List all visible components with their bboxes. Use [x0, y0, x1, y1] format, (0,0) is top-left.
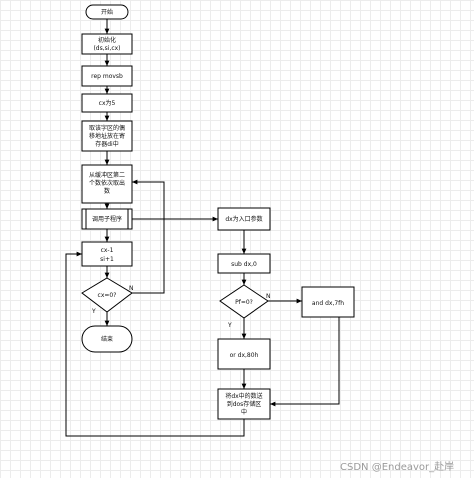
- node-cxz-decision: cx=0?: [81, 277, 133, 313]
- node-call: 调用子程序: [81, 208, 133, 230]
- node-cxz-label: cx=0?: [98, 292, 117, 299]
- node-dec: cx-1 si+1: [81, 241, 133, 267]
- edge-label-pf-no: N: [266, 293, 271, 300]
- node-and: and dx,7fh: [301, 286, 355, 318]
- node-or: or dx,80h: [217, 338, 271, 370]
- node-and-label: and dx,7fh: [312, 300, 344, 307]
- node-second-line-2: 个数依次取出: [89, 179, 125, 187]
- node-start-label: 开始: [101, 8, 113, 16]
- node-store-line-1: 将dx中的数送: [225, 392, 262, 400]
- node-cx5-label: cx为5: [99, 99, 116, 107]
- node-pf-label: Pf=0?: [235, 299, 253, 306]
- node-param-label: dx为入口参数: [225, 215, 262, 223]
- node-second-line-3: 数: [104, 187, 110, 195]
- node-start: 开始: [85, 4, 129, 20]
- node-store: 将dx中的数送 到dos存储区 中: [217, 388, 271, 420]
- node-fetch-line-1: 取该字区的偶: [89, 124, 125, 132]
- node-init-line-1: 初始化: [98, 36, 116, 44]
- node-fetch-line-3: 存器di中: [95, 140, 118, 148]
- edge-label-cxz-yes: Y: [91, 308, 96, 315]
- node-end-label: 结束: [101, 335, 113, 343]
- node-or-label: or dx,80h: [230, 352, 259, 359]
- node-init-line-2: (ds,si,cx): [93, 45, 120, 52]
- node-store-line-3: 中: [241, 408, 247, 416]
- node-second: 从缓冲区第二 个数依次取出 数: [81, 164, 133, 204]
- edge-label-pf-yes: Y: [227, 322, 232, 329]
- node-dec-line-2: si+1: [100, 256, 114, 263]
- node-second-line-1: 从缓冲区第二: [89, 171, 125, 179]
- node-init: 初始化 (ds,si,cx): [81, 33, 133, 55]
- edge-and-store: [270, 317, 340, 407]
- node-rep-label: rep movsb: [91, 73, 123, 80]
- watermark: CSDN @Endeavor_赴岸: [340, 460, 454, 473]
- edge-label-cxz-no: N: [129, 285, 134, 292]
- node-end: 结束: [81, 325, 133, 353]
- node-param: dx为入口参数: [217, 207, 271, 231]
- node-store-line-2: 到dos存储区: [227, 400, 262, 408]
- node-cx5: cx为5: [81, 93, 133, 113]
- node-sub: sub dx,0: [217, 253, 271, 274]
- node-rep: rep movsb: [81, 65, 133, 87]
- node-dec-line-1: cx-1: [101, 247, 114, 254]
- node-fetch: 取该字区的偶 移地址放在寄 存器di中: [81, 120, 133, 152]
- node-pf-decision: Pf=0?: [219, 284, 269, 319]
- node-sub-label: sub dx,0: [231, 261, 257, 268]
- edge-store-return: [65, 251, 245, 437]
- edge-cxz-no-loop: [132, 179, 165, 294]
- connectors: [65, 19, 340, 437]
- node-call-label: 调用子程序: [92, 215, 122, 223]
- node-fetch-line-2: 移地址放在寄: [89, 132, 125, 140]
